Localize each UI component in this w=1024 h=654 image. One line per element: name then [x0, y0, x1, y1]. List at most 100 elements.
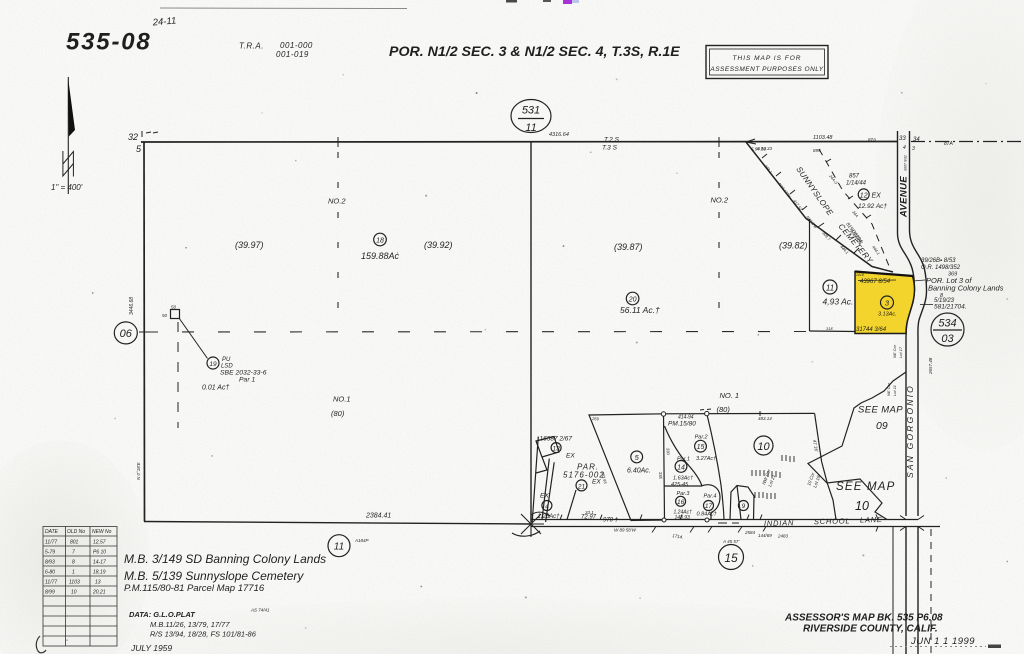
- svg-text:857: 857: [849, 174, 860, 180]
- svg-text:SCHOOL: SCHOOL: [814, 516, 851, 526]
- svg-text:1714.: 1714.: [672, 533, 684, 540]
- svg-text:Par 1: Par 1: [239, 377, 255, 384]
- svg-text:4: 4: [545, 504, 549, 511]
- svg-text:493.93: 493.93: [600, 471, 608, 485]
- svg-text:8867 9/32: 8867 9/32: [904, 155, 908, 171]
- svg-text:34A: 34A: [851, 210, 860, 219]
- svg-text:24A-3: 24A-3: [828, 173, 840, 186]
- svg-text:EX: EX: [872, 192, 882, 199]
- svg-text:Par.1: Par.1: [677, 457, 690, 463]
- svg-text:12,57: 12,57: [93, 540, 106, 546]
- svg-text:1.23Ac†: 1.23Ac†: [538, 514, 561, 520]
- svg-text:Par.3: Par.3: [677, 491, 691, 497]
- svg-text:Lot 19: Lot 19: [812, 474, 821, 488]
- svg-text:P.M.115/80-81 Parcel Map 17716: P.M.115/80-81 Parcel Map 17716: [124, 583, 265, 594]
- svg-text:M.B. 3/149 SD Banning Colony L: M.B. 3/149 SD Banning Colony Lands: [124, 552, 326, 566]
- svg-text:6.94.33: 6.94.33: [757, 146, 773, 151]
- svg-text:24-11: 24-11: [151, 15, 176, 28]
- svg-text:Banning Colony Lands: Banning Colony Lands: [928, 284, 1004, 293]
- svg-text:M.B. 5/139 Sunnyslope Cemetery: M.B. 5/139 Sunnyslope Cemetery: [124, 569, 304, 583]
- svg-text:A184P: A184P: [354, 538, 369, 543]
- svg-text:11: 11: [525, 122, 536, 134]
- svg-text:8/99: 8/99: [45, 590, 55, 596]
- svg-text:269: 269: [591, 416, 600, 421]
- svg-text:DATA: G.L.O.PLAT: DATA: G.L.O.PLAT: [129, 610, 196, 619]
- svg-text:AVENUE: AVENUE: [899, 176, 910, 219]
- svg-text:5176-002: 5176-002: [563, 471, 605, 480]
- svg-text:3446.68: 3446.68: [129, 297, 135, 315]
- svg-text:531: 531: [522, 105, 540, 117]
- svg-text:581/21704.: 581/21704.: [934, 304, 967, 311]
- svg-text:15: 15: [697, 444, 705, 451]
- svg-text:1103.48: 1103.48: [813, 135, 833, 141]
- svg-text:SEE MAP: SEE MAP: [858, 405, 903, 416]
- svg-text:444.1: 444.1: [871, 245, 881, 256]
- svg-text:1.24Ac†: 1.24Ac†: [674, 510, 693, 516]
- svg-text:(39.92): (39.92): [424, 240, 453, 250]
- svg-text:SBE 2032-33-6: SBE 2032-33-6: [220, 370, 267, 377]
- svg-text:PAR.: PAR.: [577, 463, 599, 472]
- svg-text:11: 11: [334, 542, 344, 553]
- svg-text:21: 21: [577, 483, 586, 490]
- svg-text:5: 5: [635, 453, 640, 462]
- svg-text:11/77: 11/77: [45, 580, 57, 586]
- svg-text:50: 50: [171, 305, 177, 310]
- svg-text:348.1: 348.1: [763, 164, 773, 175]
- svg-text:369: 369: [948, 272, 957, 278]
- svg-text:T.R.A.: T.R.A.: [239, 42, 264, 51]
- svg-text:EX: EX: [592, 479, 601, 486]
- svg-text:483.14: 483.14: [758, 416, 772, 421]
- svg-text:10 Cor: 10 Cor: [806, 471, 815, 486]
- svg-text:NEW No: NEW No: [92, 529, 112, 535]
- svg-text:47 16': 47 16': [812, 439, 819, 452]
- svg-text:899: 899: [813, 148, 821, 153]
- svg-text:34: 34: [913, 137, 920, 143]
- svg-text:2483: 2483: [777, 534, 789, 539]
- svg-text:15: 15: [724, 551, 738, 565]
- svg-text:13: 13: [95, 580, 101, 586]
- svg-text:8: 8: [72, 560, 75, 566]
- svg-text:50: 50: [162, 313, 168, 318]
- svg-text:330: 330: [666, 448, 671, 456]
- svg-text:Par.4: Par.4: [704, 494, 717, 500]
- svg-text:444.1: 444.1: [839, 244, 850, 255]
- svg-text:Par.2: Par.2: [695, 435, 708, 441]
- svg-text:JULY 1959: JULY 1959: [130, 643, 172, 653]
- svg-text:309.7: 309.7: [821, 230, 832, 241]
- svg-text:1: 1: [72, 570, 75, 576]
- svg-text:4316.64: 4316.64: [549, 132, 569, 138]
- svg-text:PU: PU: [222, 357, 231, 363]
- svg-text:NO.2: NO.2: [328, 197, 346, 206]
- svg-text:NE Cor: NE Cor: [892, 344, 897, 358]
- svg-text:13: 13: [552, 446, 560, 453]
- svg-text:6.94.33: 6.94.33: [751, 147, 767, 152]
- svg-text:8/93: 8/93: [45, 560, 55, 566]
- svg-text:R/S 13/94, 18/28, FS 101/81-86: R/S 13/94, 18/28, FS 101/81-86: [150, 630, 257, 639]
- svg-text:4,93 Ac.: 4,93 Ac.: [823, 297, 854, 307]
- svg-text:ASSESSMENT PURPOSES ONLY: ASSESSMENT PURPOSES ONLY: [709, 66, 823, 73]
- svg-text:NE Cor: NE Cor: [886, 382, 891, 396]
- svg-text:AS 74/41: AS 74/41: [250, 608, 270, 613]
- svg-text:18,19: 18,19: [93, 570, 106, 576]
- svg-text:159.88Aċ: 159.88Aċ: [361, 251, 400, 261]
- svg-text:425-45: 425-45: [671, 482, 689, 488]
- svg-text:143.93: 143.93: [675, 515, 691, 521]
- svg-text:T.3 S: T.3 S: [602, 145, 618, 152]
- svg-text:NW Cor: NW Cor: [761, 468, 771, 485]
- svg-text:THIS MAP IS FOR: THIS MAP IS FOR: [733, 55, 802, 62]
- svg-text:06: 06: [120, 328, 133, 340]
- svg-text:535-08: 535-08: [66, 29, 152, 56]
- svg-text:NO. 1: NO. 1: [720, 391, 740, 400]
- svg-text:72.97: 72.97: [581, 515, 597, 521]
- svg-text:NO.2: NO.2: [711, 196, 729, 205]
- svg-text:09: 09: [876, 420, 888, 432]
- svg-text:3.13Ac.: 3.13Ac.: [878, 312, 897, 318]
- svg-text:10: 10: [757, 441, 770, 453]
- svg-text:12.92 Ac†: 12.92 Ac†: [858, 203, 887, 210]
- svg-text:6-80: 6-80: [45, 570, 55, 576]
- svg-text:16587 2/67: 16587 2/67: [540, 436, 573, 443]
- svg-text:M.B.11/26, 13/79, 17/77: M.B.11/26, 13/79, 17/77: [150, 620, 230, 629]
- svg-text:W 89 58'W: W 89 58'W: [614, 528, 637, 533]
- svg-text:3: 3: [912, 146, 915, 152]
- svg-text:DATE: DATE: [45, 529, 59, 535]
